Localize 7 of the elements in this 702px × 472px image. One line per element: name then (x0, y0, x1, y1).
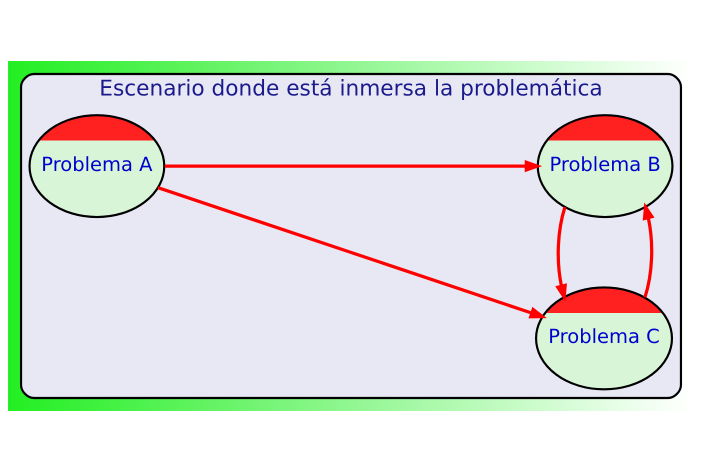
node-ellipse: Problema A (28, 114, 166, 218)
arrow (642, 202, 655, 298)
node-ellipse: Problema C (534, 286, 674, 390)
arrow (164, 160, 542, 172)
arrow (158, 186, 547, 318)
arrow (555, 206, 567, 302)
node-ellipse: Problema B (536, 114, 674, 218)
